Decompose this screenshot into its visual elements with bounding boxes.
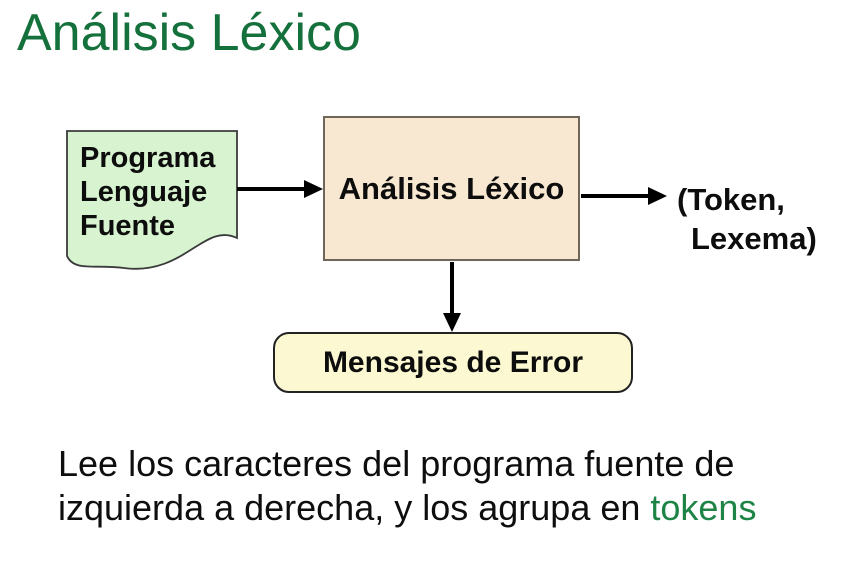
analyzer-box: Análisis Léxico	[323, 116, 580, 261]
arrow-analyzer-to-output	[581, 187, 667, 205]
arrow-analyzer-to-errors	[443, 262, 461, 332]
token-output-label: (Token, Lexema)	[677, 180, 817, 258]
source-program-label-line: Fuente	[80, 210, 176, 242]
document-shape	[66, 130, 238, 270]
analyzer-box-label: Análisis Léxico	[338, 170, 565, 206]
source-program-shape	[64, 128, 240, 278]
source-program-label-line: Lenguaje	[80, 176, 208, 208]
description-text: Lee los caracteres del programa fuente d…	[58, 442, 756, 530]
description-highlight-tokens: tokens	[650, 487, 757, 528]
description-line1: Lee los caracteres del programa fuente d…	[58, 443, 735, 484]
token-output-line2: Lexema)	[691, 221, 817, 256]
source-program-label: Programa Lenguaje Fuente	[80, 141, 215, 243]
document-shape-svg	[66, 130, 238, 270]
slide-title: Análisis Léxico	[17, 4, 361, 62]
error-messages-box: Mensajes de Error	[273, 332, 633, 393]
description-line2-prefix: izquierda a derecha, y los agrupa en	[58, 487, 651, 528]
arrow-source-to-analyzer	[237, 180, 323, 198]
error-messages-label: Mensajes de Error	[322, 345, 584, 379]
token-output-line1: (Token,	[677, 182, 785, 217]
source-program-label-line: Programa	[80, 142, 216, 174]
